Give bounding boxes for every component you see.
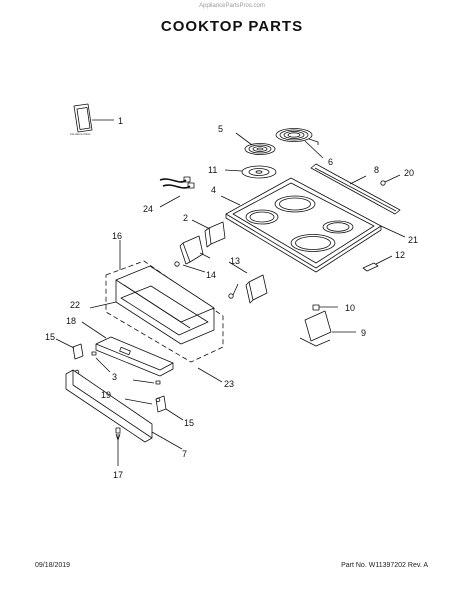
cooktop-panel [220, 177, 406, 273]
callout-13: 13 [230, 256, 240, 266]
callout-6: 6 [328, 157, 333, 167]
page-title: COOKTOP PARTS [160, 18, 304, 35]
callout-16: 16 [112, 231, 122, 241]
footer-part-number: Part No. W11397202 Rev. A [341, 562, 428, 569]
screw-part-20 [380, 174, 401, 186]
footer-date: 09/18/2019 [35, 562, 71, 569]
screw-part-3 [91, 351, 161, 385]
hinge-bracket-left [179, 235, 204, 265]
surface-element-large [275, 128, 324, 159]
screw-part-17 [115, 427, 121, 466]
callout-23: 23 [224, 379, 234, 389]
surface-element-small [235, 132, 276, 155]
control-board [81, 321, 174, 377]
callout-2: 2 [183, 213, 188, 223]
callout-10: 10 [345, 303, 355, 313]
callout-14: 14 [206, 270, 216, 280]
callout-7: 7 [182, 449, 187, 459]
callout-24: 24 [143, 204, 153, 214]
callout-18: 18 [66, 316, 76, 326]
callout-11: 11 [208, 165, 217, 175]
clip-part-12 [362, 255, 393, 272]
hinge-bracket-right [199, 252, 268, 304]
callout-1: 1 [118, 116, 123, 126]
drip-bowl [224, 165, 277, 179]
screw-part-10 [312, 304, 338, 311]
side-bracket-right [155, 395, 184, 421]
screw-part-14 [174, 261, 239, 299]
bracket-part-2 [191, 219, 226, 248]
manual-part [73, 103, 114, 133]
watermark: AppliancePartsPros.com [199, 3, 265, 9]
callout-20: 20 [404, 168, 414, 178]
side-bracket-left [55, 338, 84, 360]
callout-9: 9 [361, 328, 366, 338]
wire-harness [159, 176, 195, 208]
bracket-harness-part-9 [299, 310, 356, 347]
control-panel-assembly-outline [105, 260, 224, 363]
callout-21: 21 [408, 235, 418, 245]
callout-22: 22 [70, 300, 80, 310]
control-panel [89, 265, 215, 345]
callout-3: 3 [112, 372, 117, 382]
callout-19: 19 [101, 390, 111, 400]
callout-15-right: 15 [184, 418, 194, 428]
callout-5: 5 [218, 124, 223, 134]
callout-8: 8 [374, 165, 379, 175]
manual-label: Literature Parts [70, 132, 91, 136]
callout-12: 12 [395, 250, 405, 260]
rear-trim [310, 163, 401, 215]
callout-15-left: 15 [45, 332, 55, 342]
callout-17: 17 [113, 470, 123, 480]
front-trim [65, 369, 183, 450]
callout-4: 4 [211, 185, 216, 195]
